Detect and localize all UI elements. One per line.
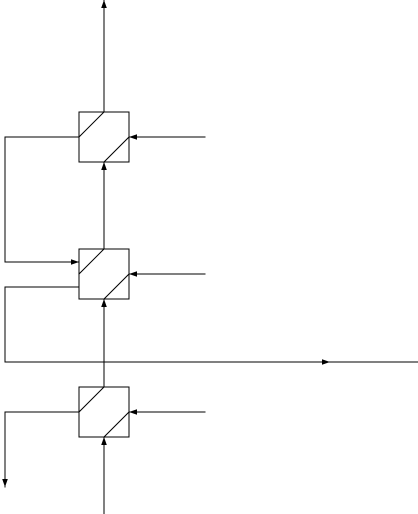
middle-exchanger-block <box>78 248 130 300</box>
middle-block-frame <box>78 248 130 300</box>
double-diagonal-exchanger-icon <box>78 248 130 300</box>
stream-middle-left-output <box>4 286 331 365</box>
double-diagonal-exchanger-icon <box>78 386 130 438</box>
stream-bottom-left-output <box>2 411 80 488</box>
top-exchanger-block <box>78 111 130 163</box>
bottom-exchanger-block <box>78 386 130 438</box>
bottom-block-frame <box>78 386 130 438</box>
double-diagonal-exchanger-icon <box>78 111 130 163</box>
top-block-frame <box>78 111 130 163</box>
stream-top-to-middle-loop <box>4 136 80 265</box>
